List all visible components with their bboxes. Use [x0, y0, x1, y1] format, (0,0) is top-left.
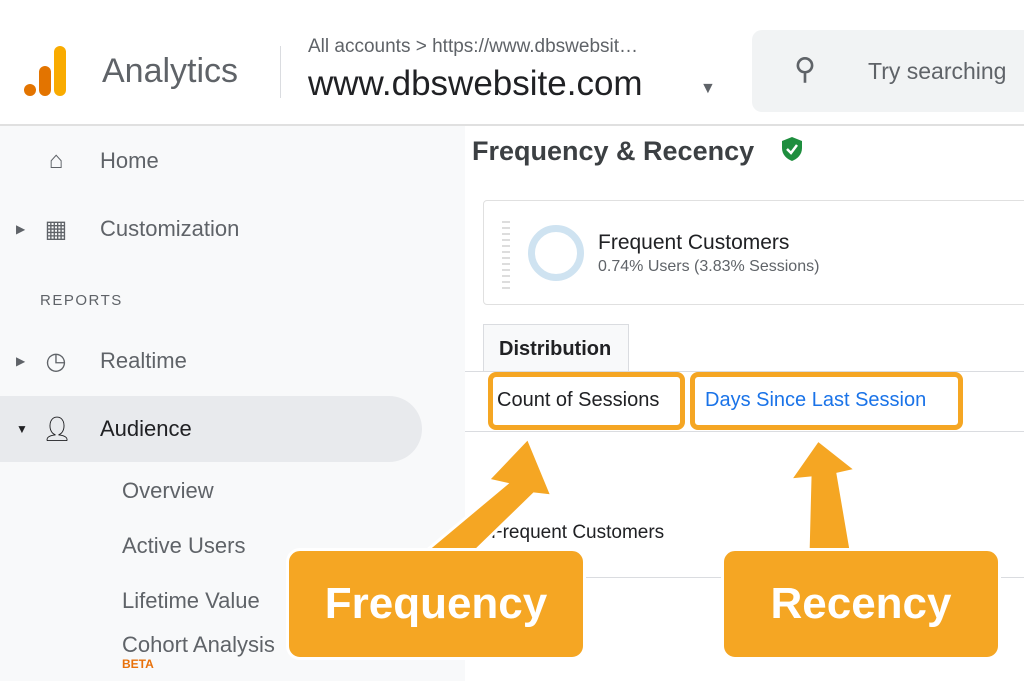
home-icon: ⌂	[48, 147, 64, 174]
recency-callout: Recency	[721, 548, 1001, 660]
top-bar: Analytics All accounts > https://www.dbs…	[0, 0, 1024, 126]
person-icon: 👤︎	[42, 415, 73, 443]
sidebar-item-home[interactable]: ⌂ Home	[0, 128, 422, 194]
arrow-frequency	[416, 435, 555, 562]
search-icon: ⚲	[794, 53, 816, 86]
breadcrumb[interactable]: All accounts > https://www.dbswebsit…	[308, 36, 639, 57]
sidebar-item-realtime[interactable]: ▶ ◷ Realtime	[0, 328, 422, 394]
sidebar-item-audience[interactable]: ▼ 👤︎ Audience	[0, 396, 422, 462]
drag-handle[interactable]	[502, 221, 510, 293]
segment-subtitle: 0.74% Users (3.83% Sessions)	[598, 258, 820, 275]
page-title: Frequency & Recency	[472, 136, 755, 166]
caret-down-icon: ▼	[16, 422, 28, 436]
caret-right-icon: ▶	[16, 354, 26, 368]
sidebar-sub-cohort-analysis[interactable]: Cohort Analysis	[122, 632, 275, 657]
tab-distribution[interactable]: Distribution	[483, 324, 629, 372]
search-input[interactable]: Try searching	[868, 58, 1007, 84]
sidebar-item-label: Realtime	[100, 348, 187, 373]
sidebar-item-label: Audience	[100, 416, 192, 441]
divider	[465, 371, 1024, 372]
divider	[280, 46, 281, 98]
verified-shield-icon	[782, 137, 802, 161]
days-since-last-session-link[interactable]: Days Since Last Session	[690, 372, 963, 430]
segment-donut	[528, 225, 584, 281]
reports-section-label: REPORTS	[40, 292, 123, 309]
chevron-down-icon[interactable]: ▼	[700, 80, 716, 97]
sidebar-sub-overview[interactable]: Overview	[122, 478, 214, 503]
sidebar-item-label: Customization	[100, 216, 240, 241]
arrow-recency	[786, 437, 860, 558]
segment-title: Frequent Customers	[598, 231, 790, 254]
row-label: Frequent Customers	[491, 522, 665, 543]
frequency-callout: Frequency	[286, 548, 586, 660]
app-name: Analytics	[102, 52, 239, 90]
divider	[465, 431, 1024, 432]
count-of-sessions-option[interactable]: Count of Sessions	[488, 372, 685, 430]
clock-icon: ◷	[45, 347, 67, 375]
analytics-logo[interactable]	[24, 46, 72, 96]
caret-right-icon: ▶	[16, 222, 26, 236]
segment-card[interactable]: Frequent Customers 0.74% Users (3.83% Se…	[483, 200, 1024, 305]
sidebar-sub-active-users[interactable]: Active Users	[122, 533, 246, 558]
sidebar-item-label: Home	[100, 148, 159, 173]
property-selector[interactable]: www.dbswebsite.com	[308, 64, 643, 103]
search-bar[interactable]: ⚲ Try searching	[752, 30, 1024, 112]
sidebar-item-customization[interactable]: ▶ ▦ Customization	[0, 196, 422, 262]
dashboard-icon: ▦	[44, 215, 68, 243]
sidebar-sub-lifetime-value[interactable]: Lifetime Value	[122, 588, 260, 613]
beta-badge: BETA	[122, 657, 154, 671]
